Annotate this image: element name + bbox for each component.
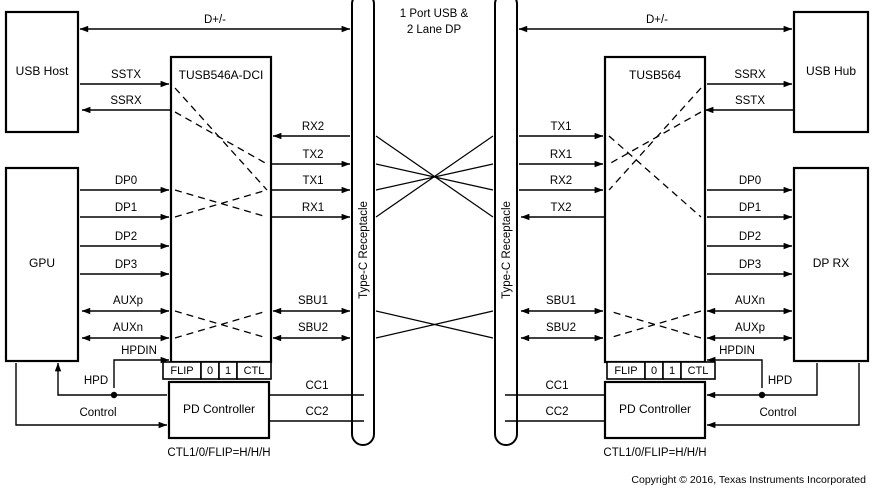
ctl-left-one-label: 1 <box>225 365 231 377</box>
block-pd-controller-right <box>603 380 707 440</box>
dash-left-2 <box>174 111 268 165</box>
wire-hpd-left <box>54 362 167 396</box>
usb-host-label: USB Host <box>16 64 69 78</box>
usb-hub-label: USB Hub <box>806 64 856 78</box>
label-ssrx-host: SSRX <box>110 95 142 107</box>
label-ssrx-hub: SSRX <box>734 69 766 81</box>
copyright-label: Copyright © 2016, Texas Instruments Inco… <box>631 474 866 486</box>
wire-hpdin-left <box>113 356 170 388</box>
dash-left-1 <box>174 87 268 191</box>
label-cc1-left: CC1 <box>305 380 328 392</box>
dash-left-5 <box>174 310 268 339</box>
dash-right-5 <box>608 310 702 339</box>
ctl-left-ctl-label: CTL <box>244 365 265 377</box>
label-cc2-right: CC2 <box>545 406 568 418</box>
block-dp-rx <box>792 166 870 363</box>
block-gpu <box>4 166 80 363</box>
label-auxp-dprx: AUXp <box>735 322 765 334</box>
label-dplusminus-right: D+/- <box>646 14 668 26</box>
dash-left-4 <box>174 189 268 218</box>
dp-rx-label: DP RX <box>813 256 849 270</box>
label-rx2-right: RX2 <box>550 175 572 187</box>
dash-right-2 <box>608 111 702 165</box>
wire-hpdin-right <box>706 356 763 388</box>
label-sstx-hub: SSTX <box>735 95 765 107</box>
label-dp3-dprx: DP3 <box>739 259 761 271</box>
label-dp1-dprx: DP1 <box>739 202 761 214</box>
ctl-left-zero-label: 0 <box>207 365 213 377</box>
label-sbu1-left: SBU1 <box>298 295 328 307</box>
block-usb-host <box>4 10 80 134</box>
pd-controller-right-label: PD Controller <box>619 402 691 416</box>
label-auxp-gpu: AUXp <box>113 295 143 307</box>
ctl-right-one-label: 1 <box>669 365 675 377</box>
label-rx1-left: RX1 <box>302 202 324 214</box>
label-hpd-left: HPD <box>84 375 108 387</box>
center-title-line1: 1 Port USB & <box>400 8 469 20</box>
dash-right-1 <box>608 87 702 191</box>
dash-left-6 <box>174 310 268 339</box>
label-dp3-gpu: DP3 <box>115 259 137 271</box>
cable-cross-4 <box>375 135 494 218</box>
dash-right-6 <box>608 310 702 339</box>
label-dplusminus-left: D+/- <box>204 14 226 26</box>
ctl-right-ctl-label: CTL <box>688 365 709 377</box>
tusb546a-dci-label: TUSB546A-DCI <box>179 68 264 82</box>
label-tx2-right: TX2 <box>550 202 571 214</box>
junction-dot-hpd-right <box>758 391 766 399</box>
label-tx2-left: TX2 <box>302 149 323 161</box>
wire-hpd-right <box>706 363 818 399</box>
label-cc1-right: CC1 <box>545 380 568 392</box>
receptacle-left-shape <box>351 0 375 446</box>
dash-right-3 <box>608 135 702 218</box>
receptacle-right-label: Type-C Receptacle <box>501 201 513 299</box>
pd-controller-left-label: PD Controller <box>183 402 255 416</box>
label-control-left: Control <box>79 407 116 419</box>
label-sbu2-right: SBU2 <box>546 322 576 334</box>
center-title-line2: 2 Lane DP <box>407 24 462 36</box>
left-config-note: CTL1/0/FLIP=H/H/H <box>167 447 270 459</box>
label-auxn-dprx: AUXn <box>735 295 765 307</box>
label-tx1-right: TX1 <box>550 121 571 133</box>
ctl-right-ctl-box <box>680 361 716 380</box>
label-auxn-gpu: AUXn <box>113 322 143 334</box>
dash-left-3 <box>174 189 268 218</box>
label-sbu2-left: SBU2 <box>298 322 328 334</box>
ctl-right-zero-label: 0 <box>651 365 657 377</box>
label-tx1-left: TX1 <box>302 175 323 187</box>
right-config-note: CTL1/0/FLIP=H/H/H <box>603 447 706 459</box>
receptacle-right-shape <box>494 0 518 446</box>
ctl-right-flip-label: FLIP <box>614 365 637 377</box>
block-tusb564 <box>603 55 707 364</box>
ctl-left-flip-label: FLIP <box>170 365 193 377</box>
label-hpd-right: HPD <box>768 375 792 387</box>
block-tusb546a-dci <box>169 55 273 364</box>
label-dp0-gpu: DP0 <box>115 175 137 187</box>
gpu-label: GPU <box>29 256 55 270</box>
receptacle-left-label: Type-C Receptacle <box>358 201 370 299</box>
wire-control-left <box>15 363 168 429</box>
wire-control-right <box>706 363 860 429</box>
ctl-left-ctl-box <box>236 361 272 380</box>
label-hpdin-right: HPDIN <box>719 345 755 357</box>
block-usb-hub <box>792 10 870 134</box>
label-sstx-host: SSTX <box>111 69 141 81</box>
tusb564-label: TUSB564 <box>629 68 681 82</box>
block-pd-controller-left <box>167 380 271 440</box>
label-hpdin-left: HPDIN <box>121 345 157 357</box>
label-sbu1-right: SBU1 <box>546 295 576 307</box>
label-dp2-gpu: DP2 <box>115 231 137 243</box>
label-cc2-left: CC2 <box>305 406 328 418</box>
label-dp0-dprx: DP0 <box>739 175 761 187</box>
label-rx2-left: RX2 <box>302 121 324 133</box>
junction-dot-hpd-left <box>110 391 118 399</box>
label-control-right: Control <box>759 407 796 419</box>
label-dp1-gpu: DP1 <box>115 202 137 214</box>
cable-cross-6 <box>375 310 494 339</box>
label-dp2-dprx: DP2 <box>739 231 761 243</box>
label-rx1-right: RX1 <box>550 149 572 161</box>
